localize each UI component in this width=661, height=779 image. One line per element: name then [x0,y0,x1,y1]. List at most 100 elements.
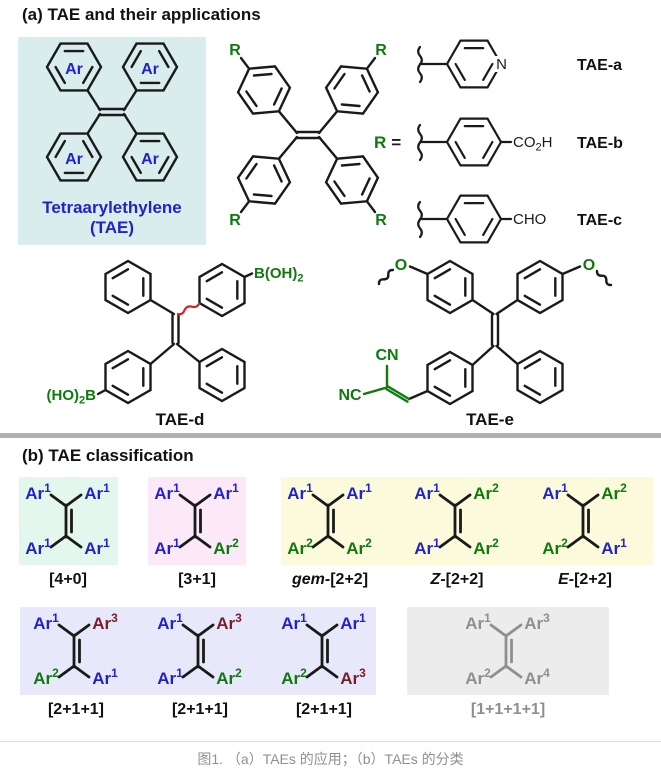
tae-d-skeleton [96,259,254,405]
aryl-label-tl: Ar1 [157,611,183,633]
aryl-label-br: Ar2 [473,536,499,558]
co2h-label: CO2H [513,134,552,153]
cho-label: CHO [513,211,546,228]
aryl-label-tl: Ar1 [281,611,307,633]
label-italic-prefix: E- [558,571,575,588]
aryl-label-tr: Ar3 [92,611,118,633]
caption-divider [0,741,661,742]
aryl-label-tr: Ar1 [340,611,366,633]
r-substituent-label: R [229,212,241,229]
aryl-label-bl: Ar1 [157,666,183,688]
ethylene-skeleton [566,493,600,549]
tae-a-name: TAE-a [577,57,622,74]
benzene-ring [324,155,380,205]
highlight-box-3plus1 [148,477,246,565]
benzene-ring [198,262,246,318]
tpe-skeleton [236,56,380,214]
aryl-label-br: Ar1 [92,666,118,688]
tae-b-name: TAE-b [577,135,623,152]
tae-name-line1: Tetraarylethylene [42,198,182,217]
tae-d-structure: B(OH)2 (HO)2B TAE-d [47,259,303,429]
aryl-label-br: Ar3 [340,666,366,688]
aryl-label-tl: Ar1 [287,481,313,503]
tae-tile-[1+1+1+1]: Ar1 Ar3 Ar2 Ar4 [1+1+1+1] [450,604,566,726]
aryl-label-tr: Ar1 [346,481,372,503]
label-bracket-text: [1+1+1+1] [470,701,546,718]
benzene-ring [121,132,179,182]
benzene-ring [198,347,246,403]
aryl-label-br: Ar4 [524,666,550,688]
ethylene-skeleton [178,493,212,549]
ethylene-skeleton [489,623,523,679]
label-bracket-text: [2+2] [445,571,484,588]
aryl-label-tl: Ar1 [33,611,59,633]
benzene-ring [516,259,564,315]
label-bracket-text: [2+2] [330,571,369,588]
aryl-label-bl: Ar2 [287,536,313,558]
benzene-ring [104,259,152,315]
r-def-skeletons [417,39,513,244]
benzene-ring [324,65,380,115]
aryl-label-tr: Ar2 [473,481,499,503]
ar-label: Ar [141,151,159,168]
benzene-ring [445,194,503,244]
tae-tile-[4+0]: Ar1 Ar1 Ar1 Ar1 [4+0] [10,474,126,596]
highlight-box-4plus0 [19,477,118,565]
label-bracket-text: [2+1+1] [171,701,229,718]
aryl-label-tr: Ar1 [213,481,239,503]
figure-caption: 图1. （a）TAEs 的应用；（b）TAEs 的分类 [197,751,464,767]
tile-classification-label: [1+1+1+1] [450,701,566,719]
aryl-label-br: Ar2 [213,536,239,558]
aryl-label-tl: Ar1 [542,481,568,503]
tile-classification-label: gem-[2+2] [272,571,388,589]
panel-b-title: (b) TAE classification [22,446,194,465]
benzene-ring [104,349,152,405]
dicyanovinyl-group [362,364,411,403]
aryl-label-tr: Ar3 [524,611,550,633]
tile-classification-label: [2+1+1] [18,701,134,719]
ar-label: Ar [65,61,83,78]
wavy-bond [377,268,395,286]
tae-tile-[2+1+1]: Ar1 Ar3 Ar2 Ar1 [2+1+1] [18,604,134,726]
tile-structure: Ar1 Ar1 Ar2 Ar3 [281,611,366,688]
ethylene-skeleton [305,623,339,679]
aryl-label-br: Ar1 [84,536,110,558]
oxygen-label-left: O [395,257,407,274]
tae-generic-structure: Ar Ar Ar Ar Tetraarylethylene (TAE) [42,42,182,237]
aryl-label-tl: Ar1 [25,481,51,503]
benzene-ring [121,42,179,92]
boronic-acid-top-label: B(OH)2 [254,265,303,284]
r-substituent-label: R [375,212,387,229]
ethylene-skeleton [57,623,91,679]
ethylene-skeleton [49,493,83,549]
tae-e-name: TAE-e [466,410,514,429]
r-substituent-label: R [375,42,387,59]
r-equals-label: R= [374,133,401,152]
benzene-ring [516,349,564,405]
tile-structure: Ar1 Ar2 Ar2 Ar1 [542,481,627,558]
highlight-box-2plus2 [281,477,653,565]
label-italic-prefix: gem- [291,571,331,588]
benzene-ring [426,350,474,406]
tile-structure: Ar1 Ar1 Ar1 Ar2 [154,481,239,558]
aryl-label-tl: Ar1 [154,481,180,503]
aryl-label-bl: Ar1 [25,536,51,558]
pyridine-ring [445,39,503,89]
tile-structure: Ar1 Ar3 Ar1 Ar2 [157,611,242,688]
tae-tile-Z-[2+2]: Ar1 Ar2 Ar1 Ar2 Z-[2+2] [399,474,515,596]
wavy-bond [595,269,613,287]
r-letter: R [374,133,386,152]
aryl-label-br: Ar1 [601,536,627,558]
tae-tile-[3+1]: Ar1 Ar1 Ar1 Ar2 [3+1] [139,474,255,596]
tile-structure: Ar1 Ar1 Ar2 Ar2 [287,481,372,558]
equals-sign: = [391,133,401,152]
tile-classification-label: [4+0] [10,571,126,589]
tae-e-structure: O O CN NC TAE-e [338,257,613,429]
tile-structure: Ar1 Ar3 Ar2 Ar4 [465,611,550,688]
aryl-label-bl: Ar1 [154,536,180,558]
tpe-r-structure: R R R R R= [229,42,401,229]
aryl-label-br: Ar2 [346,536,372,558]
ar-label: Ar [141,61,159,78]
label-italic-prefix: Z- [430,571,446,588]
aryl-label-bl: Ar2 [33,666,59,688]
